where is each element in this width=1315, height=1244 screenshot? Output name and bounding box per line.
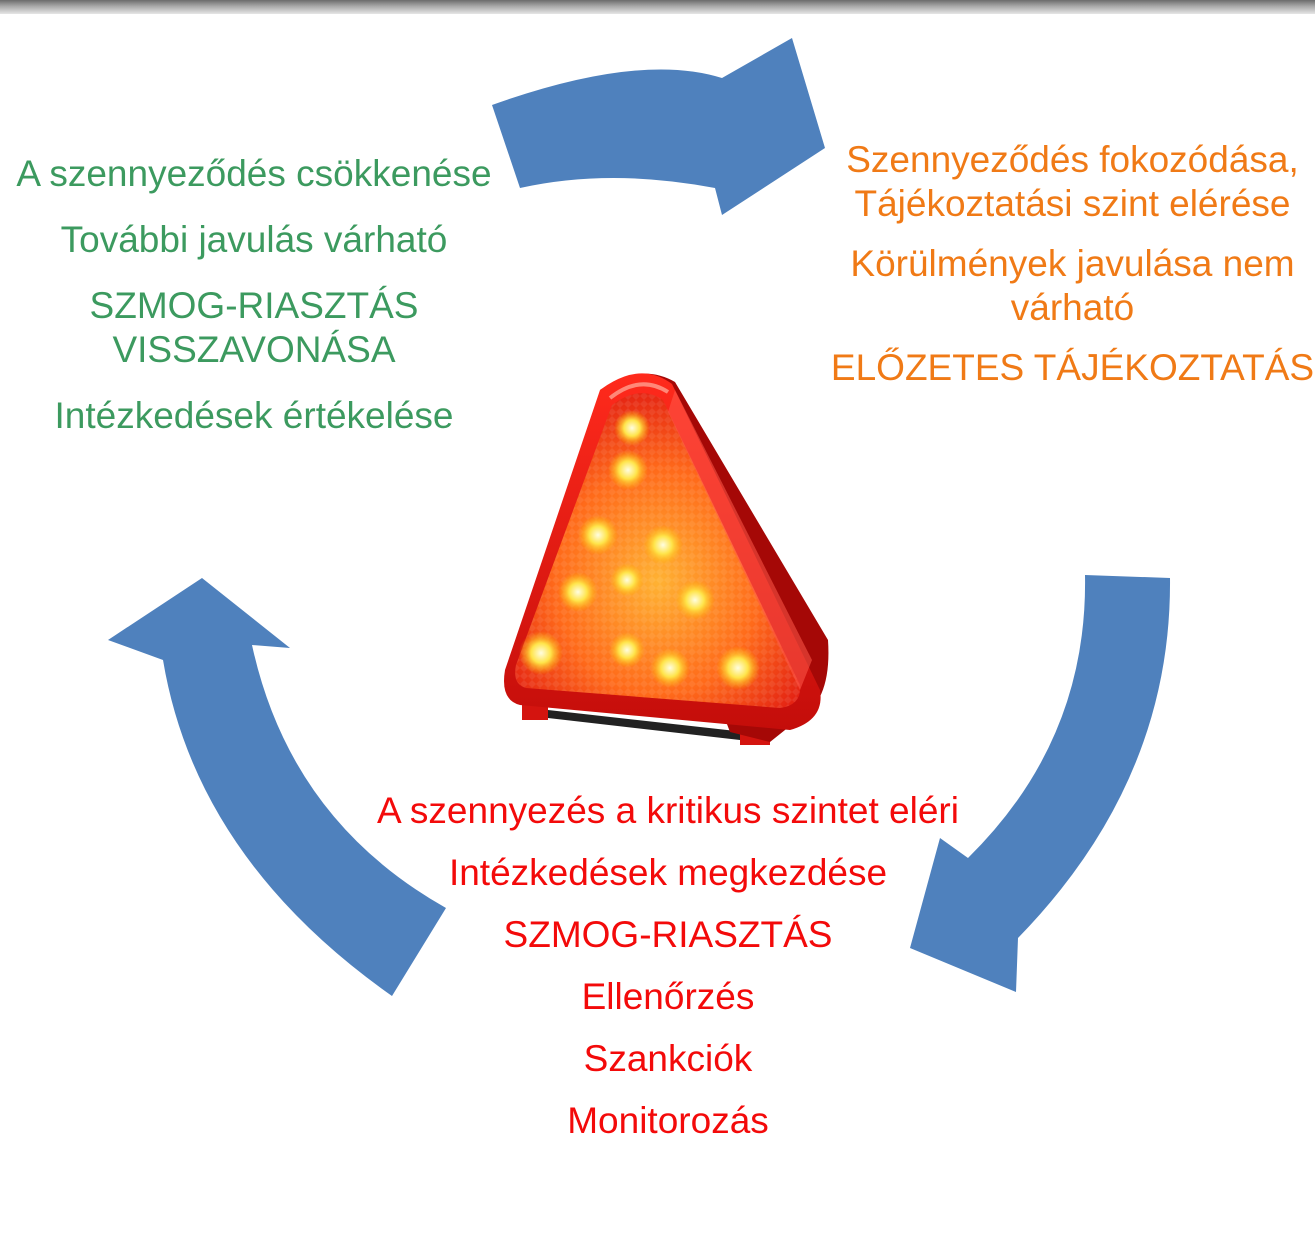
green-line-4: Intézkedések értékelése [54,395,454,436]
orange-line-3: ELŐZETES TÁJÉKOZTATÁS [830,347,1315,388]
green-line-1: A szennyeződés csökkenése [16,153,492,194]
red-line-2: Intézkedések megkezdése [448,852,888,893]
red-line-1: A szennyezés a kritikus szintet eléri [377,790,959,831]
warning-triangle-light-icon [504,373,829,745]
top-gradient-bar [0,0,1315,14]
green-line-3: SZMOG-RIASZTÁS VISSZAVONÁSA [89,285,419,370]
phase-pollution-decrease: A szennyeződés csökkenése További javulá… [0,152,508,438]
orange-line-1: Szennyeződés fokozódása, Tájékoztatási s… [846,139,1299,224]
green-line-2: További javulás várható [60,219,448,260]
phase-pollution-increase: Szennyeződés fokozódása, Tájékoztatási s… [830,138,1315,390]
red-line-4: Ellenőrzés [581,976,755,1017]
arrow-left-icon [108,578,446,996]
red-line-5: Szankciók [583,1038,753,1079]
phase-critical-level: A szennyezés a kritikus szintet eléri In… [368,790,968,1142]
arrow-right-icon [910,575,1171,992]
red-line-3: SZMOG-RIASZTÁS [503,914,833,955]
arrow-top-icon [492,38,825,215]
orange-line-2: Körülmények javulása nem várható [850,243,1295,328]
red-line-6: Monitorozás [567,1100,769,1141]
